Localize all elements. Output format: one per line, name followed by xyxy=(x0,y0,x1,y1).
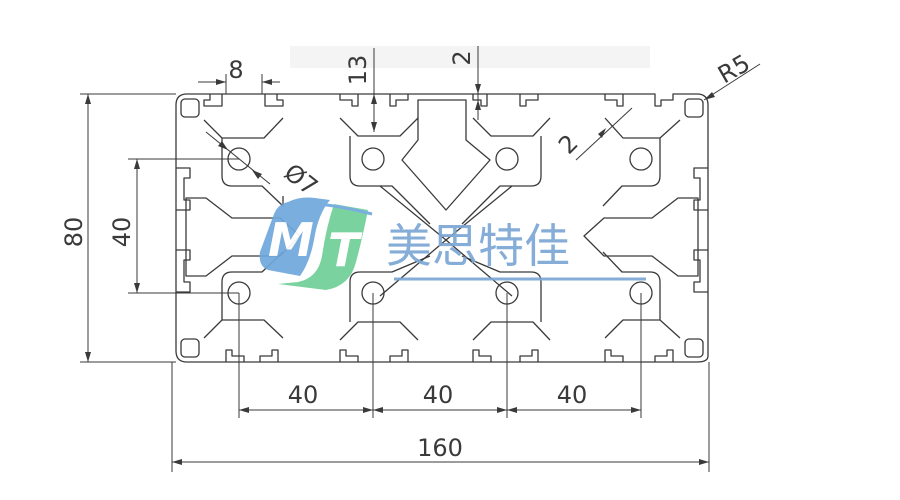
logo-swoosh xyxy=(317,202,373,216)
dim-label-pitch-1: 40 xyxy=(288,381,319,409)
dim-label-overall-width: 160 xyxy=(417,434,463,462)
middle-cavity-right xyxy=(583,197,699,277)
dim-label-corner-radius: R5 xyxy=(713,49,755,89)
dim-label-slot-depth: 13 xyxy=(344,55,372,86)
dim-label-hole-diameter: Ø7 xyxy=(279,158,323,201)
right-slot-upper xyxy=(693,167,708,211)
left-slot-lower xyxy=(176,249,191,293)
dim-corner-radius: R5 xyxy=(703,49,761,101)
dim-label-hole-pitch-vertical: 40 xyxy=(108,217,136,248)
hole-top-4 xyxy=(629,147,653,171)
corner-cavity-bl xyxy=(180,338,200,358)
core-web-top-center-left xyxy=(339,117,431,225)
dim-overall-width: 160 xyxy=(171,362,710,472)
core-web-bottom-left xyxy=(203,251,284,339)
dim-slot-depth: 13 xyxy=(344,48,377,132)
dim-label-slot-width: 8 xyxy=(228,56,243,84)
core-web-bottom-center-left xyxy=(339,255,431,341)
corner-cavity-tr xyxy=(684,98,704,118)
logo-brand-name: 美思特佳 xyxy=(386,219,570,273)
logo-blue-panel xyxy=(259,197,330,276)
core-web-top-right xyxy=(602,117,681,207)
dim-label-overall-height: 80 xyxy=(60,217,88,248)
core-web-bottom-center-right xyxy=(461,255,551,341)
bottom-slots xyxy=(225,349,674,362)
corner-cavity-br xyxy=(684,338,704,358)
dim-overall-height: 80 xyxy=(60,93,176,363)
background-smudge xyxy=(290,46,650,68)
logo-green-panel xyxy=(278,204,368,290)
x-web xyxy=(379,185,513,297)
hole-top-2 xyxy=(361,147,385,171)
dim-label-wall-top: 2 xyxy=(448,50,476,65)
dim-hole-pitch-vertical: 40 xyxy=(108,158,239,294)
hole-top-3 xyxy=(495,147,519,171)
left-slot-upper xyxy=(176,167,191,211)
dim-label-pitch-2: 40 xyxy=(423,381,454,409)
core-web-top-center-right xyxy=(461,117,551,225)
dim-hole-pitch-horizontal: 40 40 40 xyxy=(238,293,642,418)
core-web-top-left xyxy=(203,117,284,207)
dim-label-pitch-3: 40 xyxy=(557,381,588,409)
dim-slot-width: 8 xyxy=(198,56,280,94)
central-cavity xyxy=(401,99,491,211)
dim-wall-top: 2 xyxy=(440,46,488,120)
profile-outline xyxy=(175,93,709,363)
corner-cavity-tl xyxy=(180,98,200,118)
dim-label-wall-diagonal: 2 xyxy=(553,129,584,160)
dim-hole-diameter: Ø7 xyxy=(205,131,323,201)
logo-initial-m: M xyxy=(268,213,314,267)
logo-initial-t: T xyxy=(328,223,363,277)
right-slot-lower xyxy=(693,249,708,293)
brand-logo: M T 美思特佳 xyxy=(259,197,646,290)
